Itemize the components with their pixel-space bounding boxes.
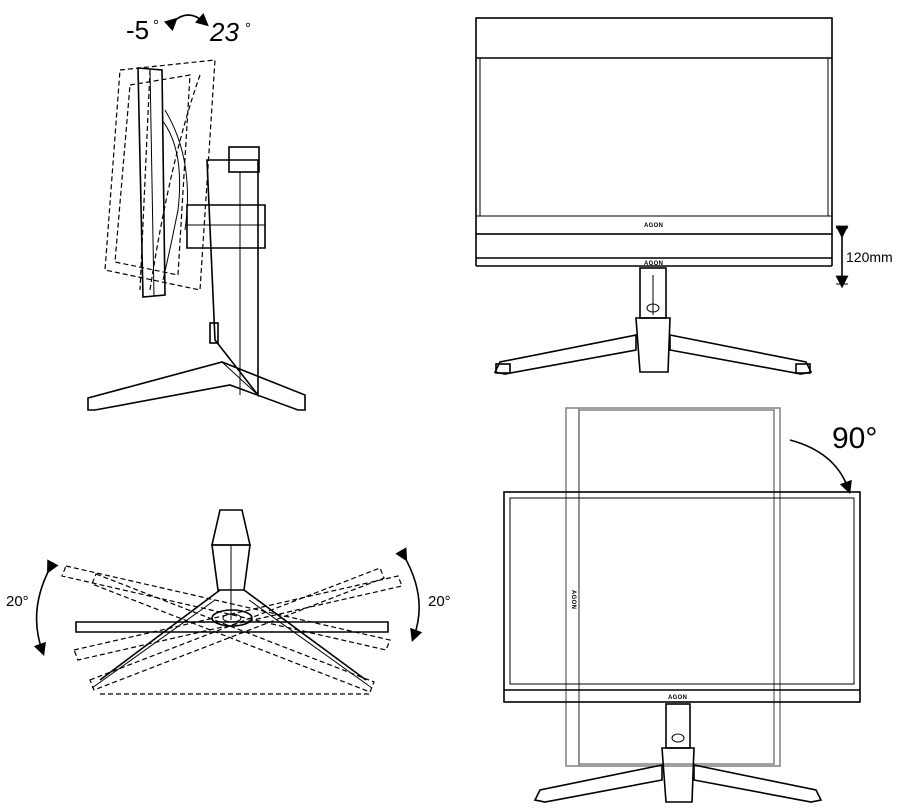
brand-logo-lowered: AGON xyxy=(644,261,663,267)
tilt-back-degree-symbol: ° xyxy=(153,17,159,34)
monitor-side-views xyxy=(104,59,216,298)
monitor-raised: AGON xyxy=(475,17,833,235)
height-range-label: 120mm xyxy=(846,249,893,265)
tilt-arrow-icon xyxy=(163,12,209,32)
stand-front-view-pivot xyxy=(533,703,823,803)
monitor-top-views xyxy=(61,565,403,695)
height-arrow xyxy=(835,225,849,289)
swivel-panel: 20° 20° xyxy=(6,509,451,695)
tilt-forward-degree-symbol: ° xyxy=(245,20,251,37)
swivel-left-label: 20° xyxy=(6,593,29,610)
stand-front-view xyxy=(493,267,813,375)
monitor-portrait: AGON xyxy=(565,407,781,767)
tilt-back-angle-label: -5 xyxy=(126,15,149,45)
tilt-forward-angle-label: 23 xyxy=(209,17,239,47)
pivot-arrow-icon xyxy=(789,439,852,495)
tilt-panel: -5 ° 23 ° xyxy=(87,12,306,411)
pivot-angle-label: 90° xyxy=(832,422,877,455)
height-panel: AGON AGON 120mm xyxy=(475,17,893,375)
stand-top-view xyxy=(91,509,373,689)
brand-logo-raised: AGON xyxy=(644,223,663,229)
stand-side-view xyxy=(87,146,306,411)
swivel-right-arrow-icon xyxy=(395,547,423,643)
brand-logo-landscape: AGON xyxy=(668,695,687,701)
monitor-lowered: AGON xyxy=(475,234,833,267)
swivel-left-arrow-icon xyxy=(33,559,59,657)
swivel-right-label: 20° xyxy=(428,593,451,610)
pivot-panel: 90° AGON AGON xyxy=(503,407,877,803)
monitor-landscape: AGON xyxy=(503,491,861,703)
brand-logo-portrait: AGON xyxy=(570,590,576,609)
